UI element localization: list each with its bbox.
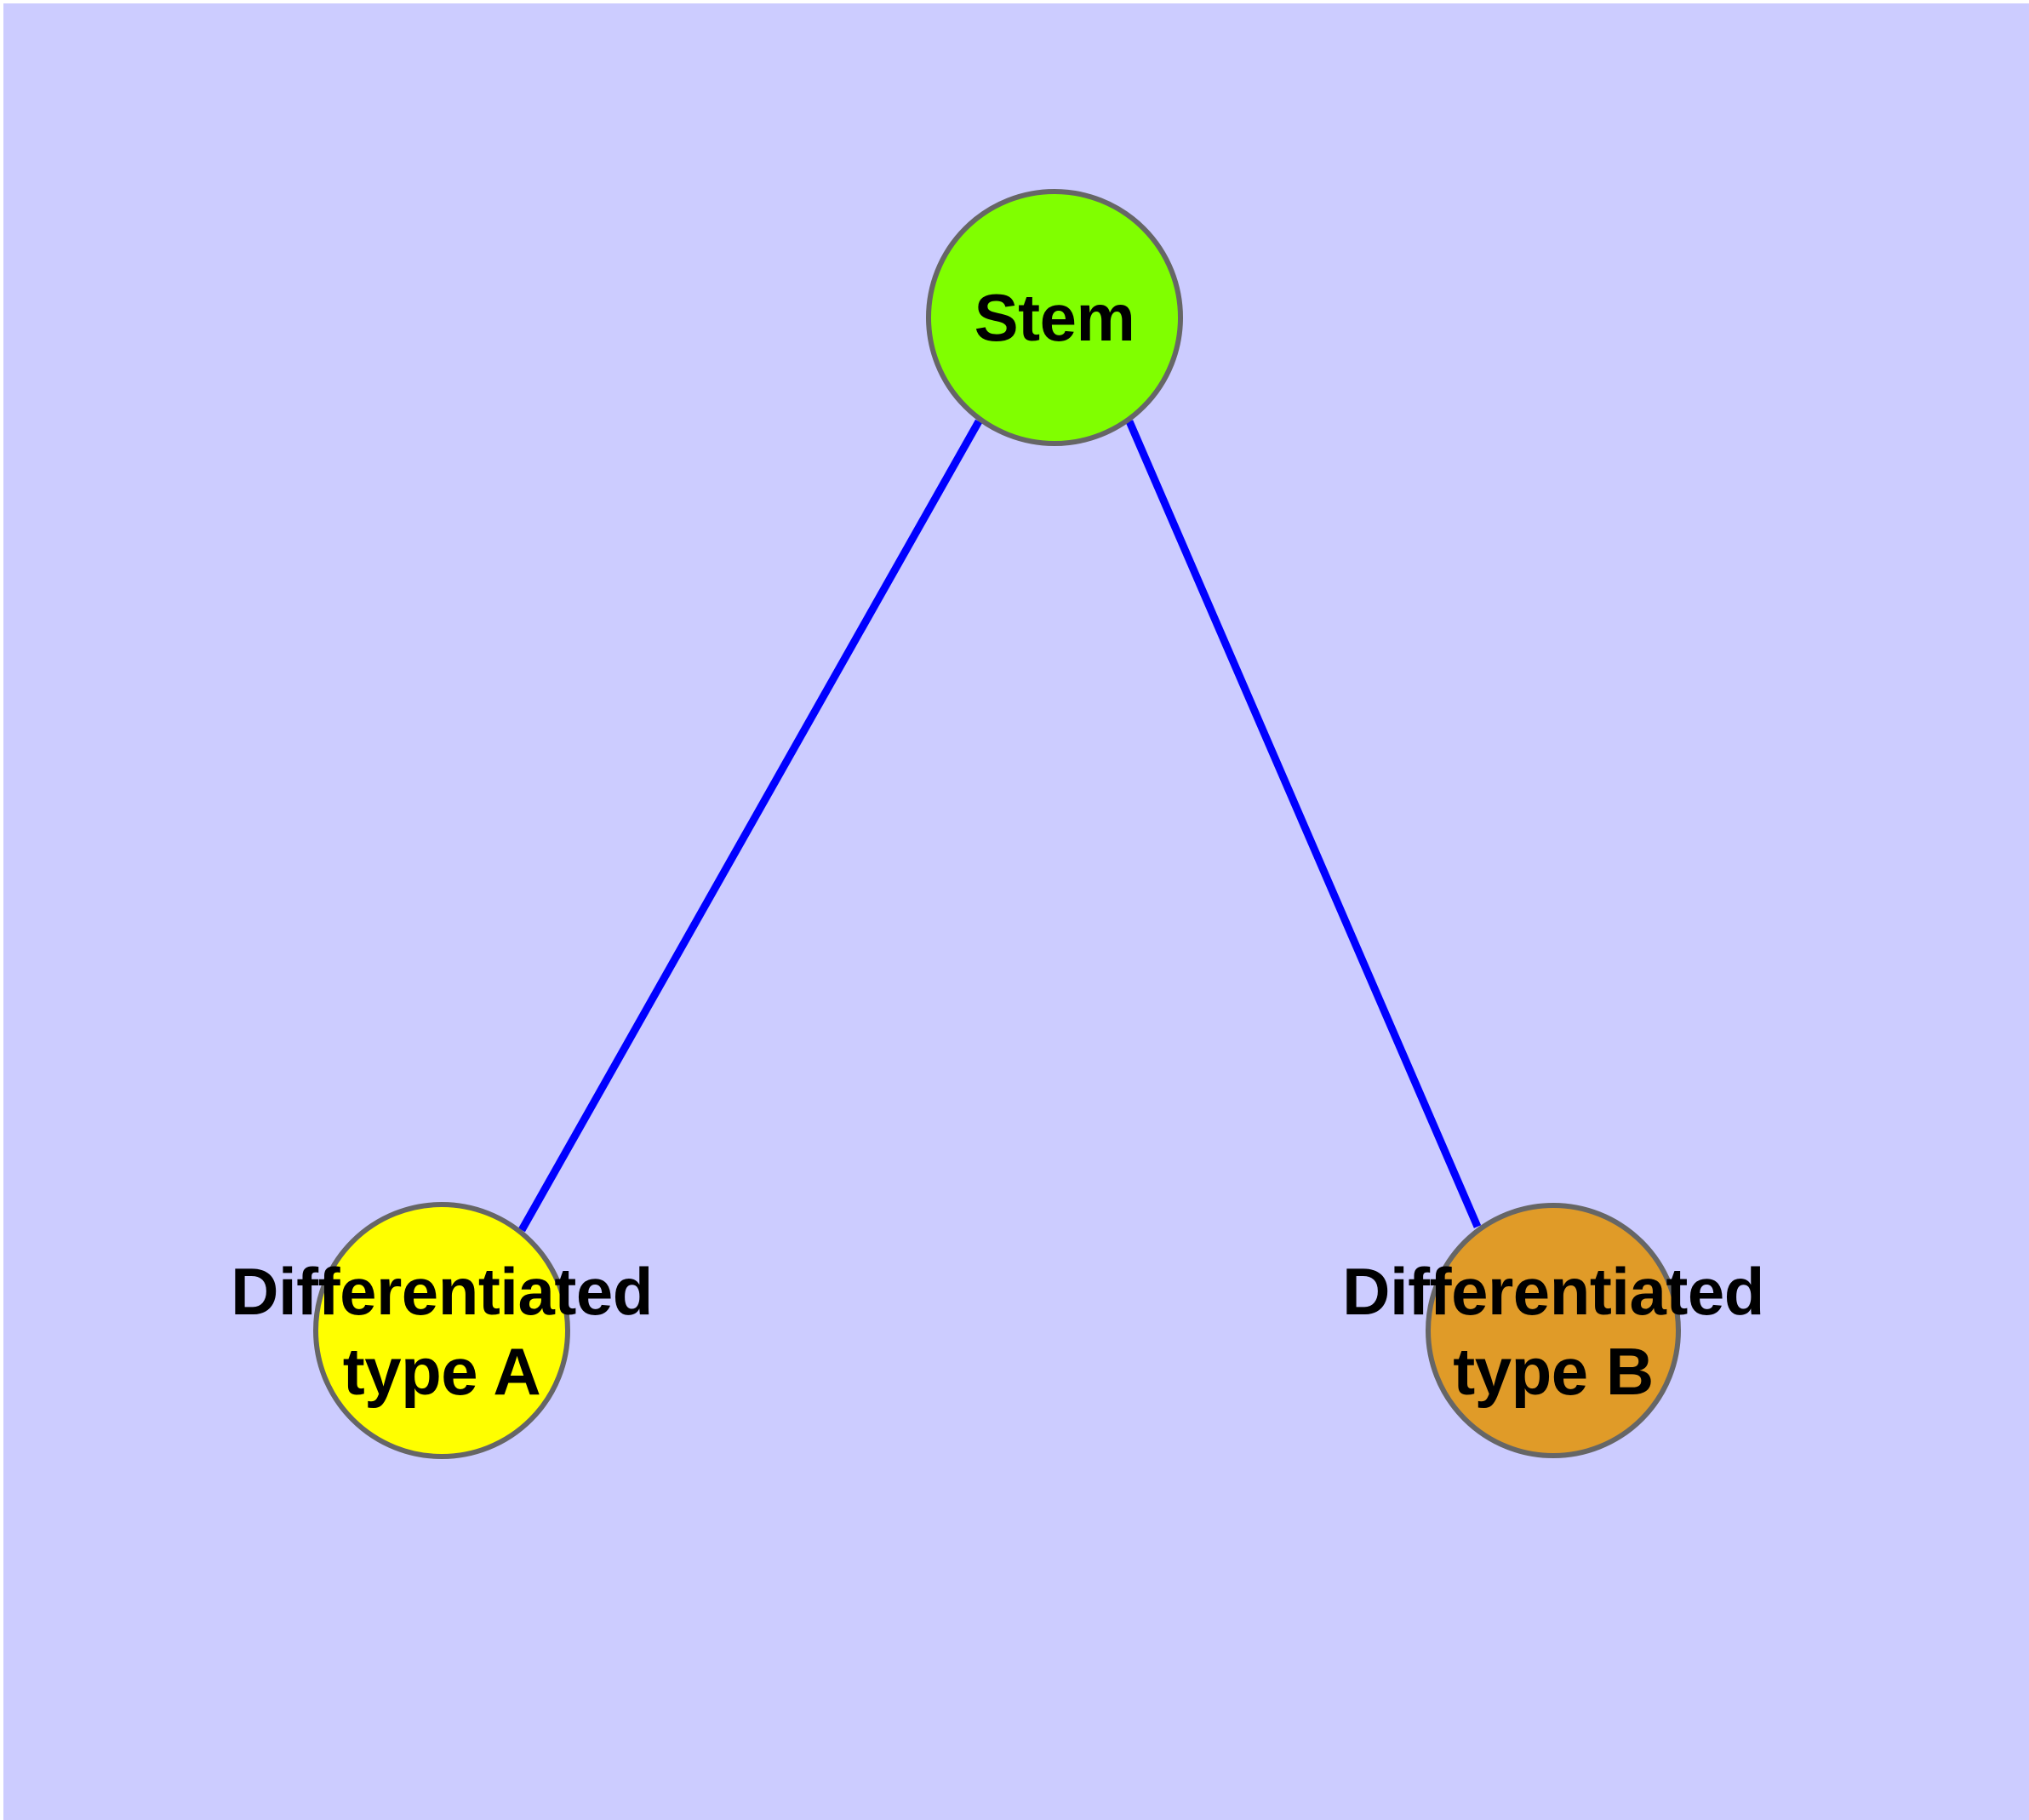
- node-differentiated-type-a[interactable]: [313, 1202, 570, 1459]
- edge-stem-to-differentiated-type-a[interactable]: [518, 419, 982, 1233]
- edge-stem-to-differentiated-type-b[interactable]: [1125, 420, 1482, 1228]
- node-differentiated-type-b[interactable]: [1426, 1203, 1681, 1458]
- node-stem[interactable]: [926, 189, 1183, 446]
